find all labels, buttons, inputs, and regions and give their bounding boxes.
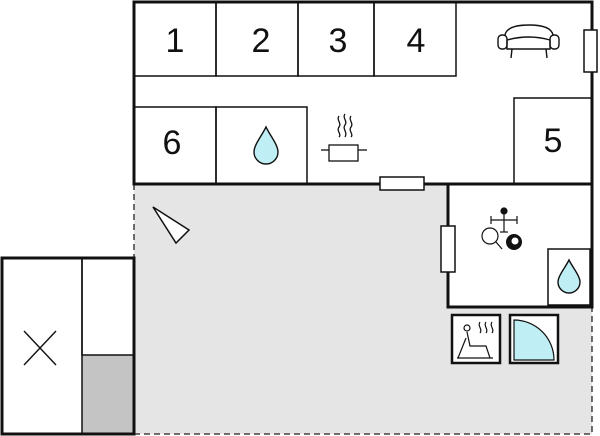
- bathroom-upper: [215, 106, 308, 185]
- table-football-icon: [490, 207, 518, 233]
- room-6-label: 6: [163, 124, 182, 162]
- water-drop-icon: [557, 258, 581, 294]
- compass-arrow-icon: [152, 206, 191, 245]
- room-4: [373, 1, 457, 77]
- door-game-room: [440, 225, 456, 273]
- room-4-label: 4: [407, 22, 426, 60]
- bedroom-row-top: 1 2 3 4: [133, 1, 457, 77]
- cooking-pot-icon: [321, 113, 367, 162]
- x-cross-icon: [23, 330, 57, 366]
- annex-outer-wall: [0, 256, 136, 436]
- pool-icon: [508, 313, 560, 365]
- sofa-icon: [497, 24, 560, 59]
- room-3-label: 3: [329, 22, 348, 60]
- billiard-ball-icon: [506, 234, 522, 250]
- room-2-label: 2: [252, 22, 271, 60]
- table-tennis-icon: [481, 227, 503, 250]
- bathroom-lower: [547, 248, 591, 306]
- door-kitchen: [379, 176, 425, 191]
- annex-room-right: [81, 257, 135, 356]
- terrace-fill: [134, 184, 592, 434]
- room-1-label: 1: [166, 22, 185, 60]
- terrace: [133, 184, 593, 435]
- sauna-icon: [450, 313, 502, 365]
- room-5-label: 5: [544, 122, 563, 160]
- building-outer-wall: [132, 0, 594, 186]
- water-drop-icon: [253, 125, 279, 165]
- room-5: [513, 97, 593, 185]
- annex-building: [0, 256, 136, 436]
- window-right: [583, 29, 598, 73]
